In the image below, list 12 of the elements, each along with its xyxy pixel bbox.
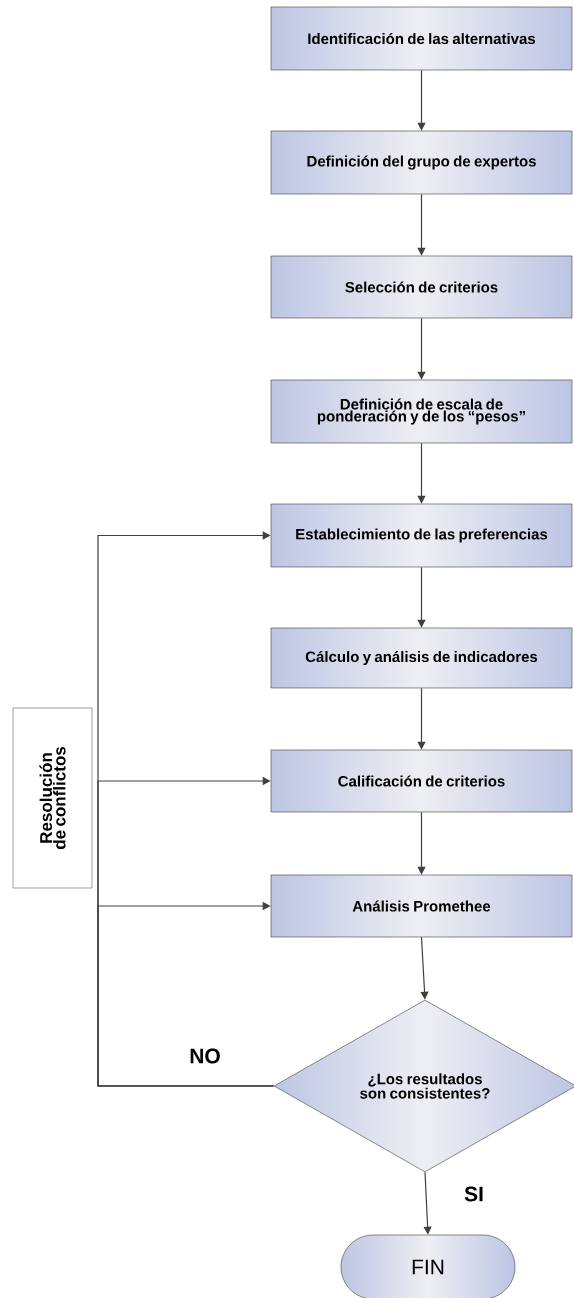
process-box: Definición de escala de ponderación y de los “pesos”: [270, 379, 573, 444]
process-box: Análisis Promethee: [270, 874, 573, 938]
side-label-box: Resolución de conflictos: [12, 707, 93, 889]
process-box: Calificación de criterios: [270, 749, 573, 813]
process-box: Definición del grupo de expertos: [270, 130, 573, 195]
edge-label: NO: [188, 1047, 222, 1065]
process-box: Identificación de las alternativas: [270, 6, 573, 71]
process-box: Establecimiento de las preferencias: [270, 503, 573, 568]
arrow: [97, 901, 275, 1087]
edge-label: SI: [463, 1185, 485, 1203]
process-box: Cálculo y análisis de indicadores: [270, 627, 573, 689]
process-box: Selección de criterios: [270, 255, 573, 319]
